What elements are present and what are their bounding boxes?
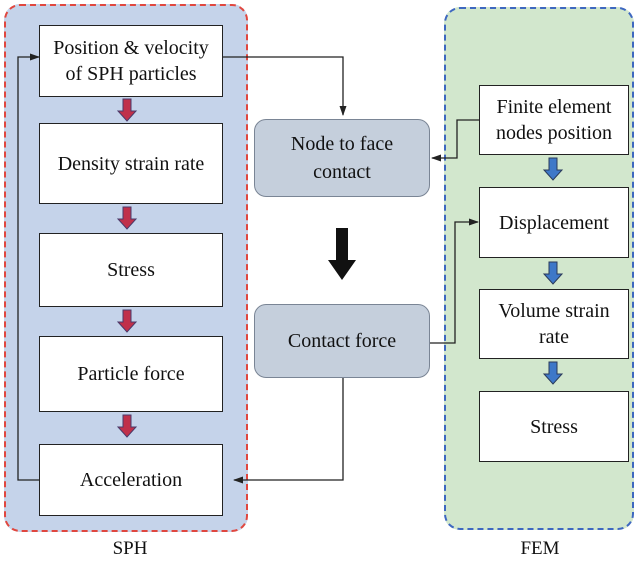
box-line-2: nodes position: [495, 122, 613, 144]
big-down-arrow: [328, 228, 356, 280]
fem-arrow-2: [542, 261, 564, 285]
force-to-acceleration-arrow: [233, 378, 344, 484]
nodes-to-contact-arrow: [431, 119, 479, 162]
sph-caption: SPH: [112, 538, 148, 559]
force-to-displacement-arrow: [430, 218, 479, 344]
box-label: Stress: [107, 259, 155, 281]
displacement-box: Displacement: [479, 187, 629, 258]
contact-force-box: Contact force: [254, 304, 430, 378]
sph-stress-box: Stress: [39, 233, 223, 307]
box-label: Displacement: [499, 211, 609, 234]
fe-nodes-position-box: Finite element nodes position: [479, 85, 629, 155]
fem-arrow-3: [542, 361, 564, 385]
particle-force-box: Particle force: [39, 336, 223, 412]
box-label: Particle force: [77, 363, 185, 385]
box-label: Density strain rate: [57, 152, 205, 175]
position-to-contact-arrow: [223, 56, 347, 116]
node-to-face-contact-box: Node to face contact: [254, 119, 430, 197]
box-line-1: Node to face: [290, 133, 394, 155]
box-line-1: Finite element: [496, 96, 612, 118]
density-strain-rate-box: Density strain rate: [39, 123, 223, 204]
fem-stress-box: Stress: [479, 391, 629, 462]
volume-strain-rate-box: Volume strain rate: [479, 289, 629, 359]
sph-arrow-3: [116, 309, 138, 333]
sph-arrow-2: [116, 206, 138, 230]
acceleration-box: Acceleration: [39, 444, 223, 516]
box-line-2: of SPH particles: [65, 63, 197, 85]
box-line-1: Volume strain: [498, 300, 610, 322]
box-line-2: contact: [313, 161, 371, 183]
sph-arrow-1: [116, 98, 138, 122]
box-label: Contact force: [287, 330, 397, 352]
fem-caption: FEM: [520, 538, 560, 559]
box-line-1: Position & velocity: [53, 37, 209, 59]
position-velocity-box: Position & velocity of SPH particles: [39, 25, 223, 97]
box-label: Acceleration: [79, 469, 183, 491]
fem-arrow-1: [542, 157, 564, 181]
box-label: Stress: [530, 415, 578, 438]
sph-arrow-4: [116, 414, 138, 438]
sph-flow-arrows: [116, 98, 138, 438]
fem-flow-arrows: [542, 157, 564, 385]
box-line-2: rate: [539, 326, 569, 348]
feedback-arrow: [17, 53, 40, 481]
